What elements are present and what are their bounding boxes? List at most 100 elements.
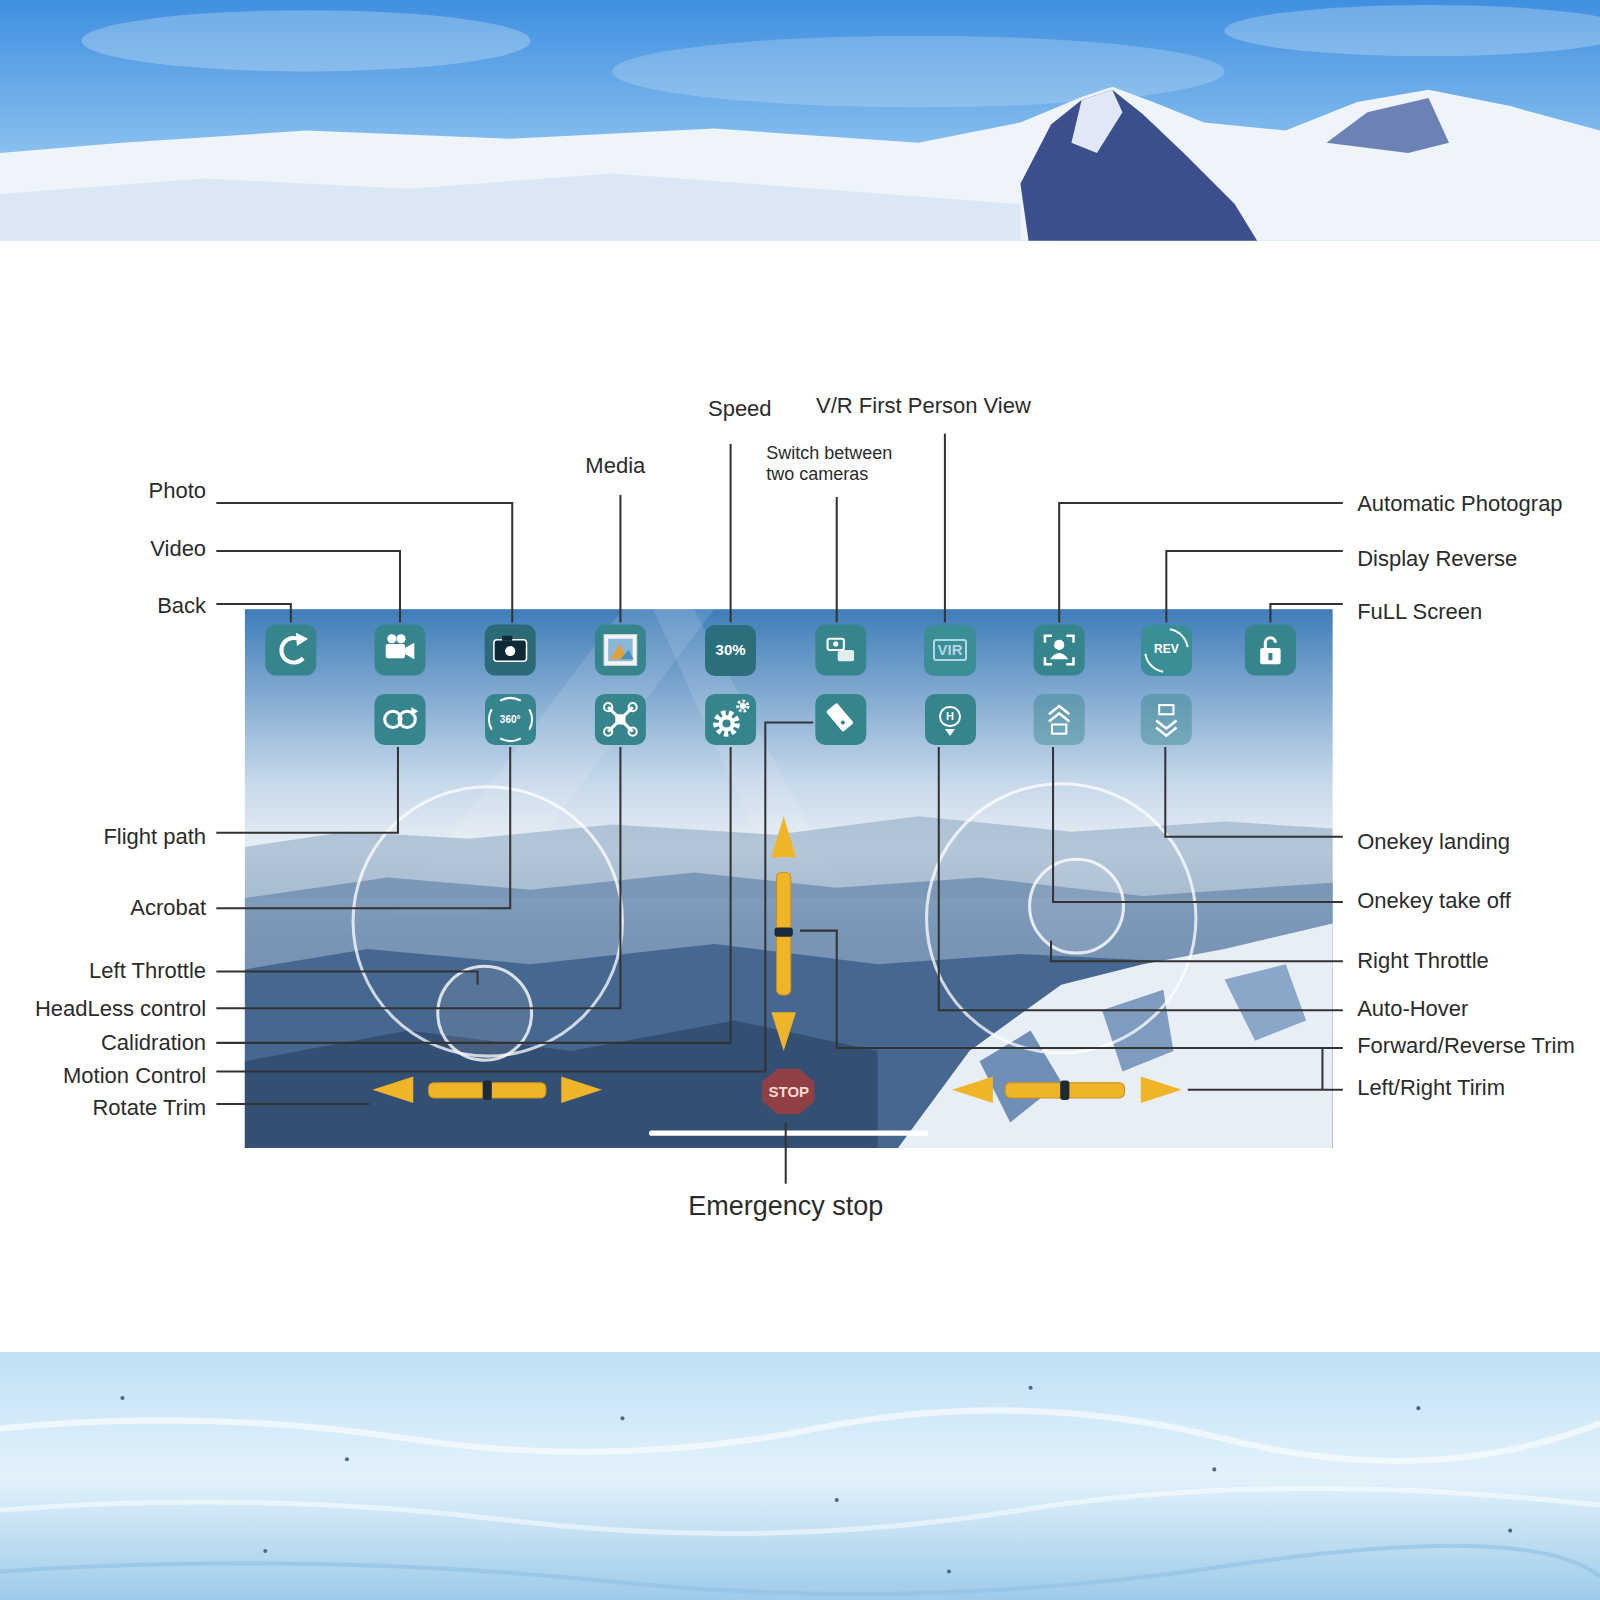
icon-glyphs-part	[502, 636, 512, 641]
ice-band-part	[1416, 1406, 1420, 1410]
callout-label: Motion Control	[63, 1063, 206, 1089]
leader-lines-part	[730, 444, 732, 623]
trim-sliders-part	[952, 1077, 993, 1104]
leader-lines-part	[216, 971, 477, 984]
callout-label: Onekey landing	[1357, 829, 1510, 855]
icon-glyphs-part	[718, 715, 734, 731]
trim-sliders-part	[561, 1077, 602, 1104]
callout-label: Flight path	[103, 824, 206, 850]
leader-lines-part	[216, 747, 510, 908]
callout-label: Media	[585, 453, 645, 479]
hover-button: H	[925, 694, 976, 745]
icon-glyphs-part	[1265, 638, 1275, 649]
leader-lines-part	[216, 604, 290, 622]
callout-label: Onekey take off	[1357, 888, 1511, 914]
leader-lines-part	[785, 1122, 787, 1183]
app-screenshot-part	[898, 923, 1333, 1147]
ice-band-part	[1029, 1386, 1033, 1390]
leader-lines	[216, 434, 1343, 1184]
icon-tiles-part	[595, 694, 646, 745]
top-sky-band-part	[1327, 98, 1449, 153]
trim-sliders-part	[1060, 1081, 1069, 1100]
top-sky-band	[0, 0, 1600, 241]
button-text: 360°	[500, 714, 521, 725]
icon-glyphs-part	[604, 635, 637, 666]
trim-sliders	[372, 816, 1181, 1135]
callout-label: FuLL Screen	[1357, 599, 1482, 625]
top-sky-band-part	[82, 10, 531, 71]
leader-lines-part	[216, 551, 400, 622]
leader-lines-part	[1166, 551, 1343, 622]
icon-tiles-part	[1245, 624, 1296, 675]
icon-glyphs-part	[841, 720, 845, 724]
callout-label: Emergency stop	[688, 1190, 883, 1222]
arrow-arc	[499, 737, 521, 742]
ice-band-part	[0, 1410, 1600, 1461]
icon-glyphs-part	[1159, 705, 1173, 714]
ice-band-part	[835, 1498, 839, 1502]
leader-lines-part	[939, 747, 1343, 1010]
acrobat-button: 360°	[485, 694, 536, 745]
leader-lines-part	[944, 434, 946, 623]
icon-glyphs-part	[1156, 720, 1176, 735]
ice-band-part	[0, 1546, 1600, 1594]
joysticks-part	[438, 966, 532, 1060]
icon-glyphs-part	[838, 650, 854, 661]
reverse-button: REV	[1141, 625, 1192, 676]
arrow-arc	[488, 709, 493, 731]
icon-glyphs-part	[1050, 653, 1068, 659]
leader-lines-part	[1051, 941, 1343, 961]
icon-tiles-part	[1034, 694, 1085, 745]
ice-band-part	[947, 1569, 951, 1573]
icon-tiles-part	[1141, 694, 1192, 745]
button-text: REV	[1154, 643, 1179, 656]
icon-glyphs-part	[828, 639, 844, 650]
trim-sliders-part	[372, 1077, 413, 1104]
ice-band-part	[1508, 1529, 1512, 1533]
ice-band-part	[0, 1352, 1600, 1600]
callout-label: Back	[157, 593, 206, 619]
leader-lines-part	[216, 747, 730, 1043]
leader-lines-part	[1270, 604, 1342, 622]
icon-glyphs-part	[629, 703, 637, 711]
icon-glyphs-part	[1054, 640, 1064, 650]
icon-tiles-part	[595, 624, 646, 675]
ice-band-part	[1212, 1467, 1216, 1471]
leader-lines-part	[216, 722, 813, 1071]
icon-tiles-part	[1034, 624, 1085, 675]
callout-label: HeadLess control	[35, 996, 206, 1022]
icon-tiles-part	[374, 694, 425, 745]
leader-lines-part	[1188, 1089, 1343, 1091]
leader-lines-part	[216, 1103, 369, 1105]
top-sky-band-part	[1224, 5, 1600, 56]
stop-button: STOP	[759, 1066, 818, 1117]
icon-tiles-part	[265, 624, 316, 675]
leader-lines-part	[1165, 747, 1343, 837]
icon-glyphs-part	[615, 714, 625, 724]
icon-glyphs-part	[411, 707, 418, 715]
trim-sliders-part	[649, 1131, 929, 1136]
leader-lines-part	[1059, 503, 1343, 622]
leader-lines-part	[1053, 747, 1343, 902]
icon-glyphs-part	[504, 645, 516, 657]
button-text: VIR	[933, 639, 966, 662]
icon-glyphs-part	[826, 703, 854, 733]
icon-tiles-part	[705, 694, 756, 745]
icon-glyphs-part	[833, 641, 838, 646]
callout-label: Calidration	[101, 1030, 206, 1056]
top-sky-band-part	[1071, 90, 1122, 153]
callout-label: Left/Right Tirim	[1357, 1075, 1505, 1101]
arrow-arc	[499, 697, 521, 702]
top-sky-band-part	[0, 87, 1600, 241]
leader-lines-part	[1321, 1048, 1323, 1090]
speed-button: 30%	[705, 625, 756, 676]
icon-glyphs-part	[738, 701, 748, 711]
app-screenshot-part	[980, 1031, 1062, 1123]
callout-label: Auto-Hover	[1357, 996, 1468, 1022]
icon-glyphs	[281, 633, 1280, 736]
leader-lines-part	[216, 747, 398, 833]
